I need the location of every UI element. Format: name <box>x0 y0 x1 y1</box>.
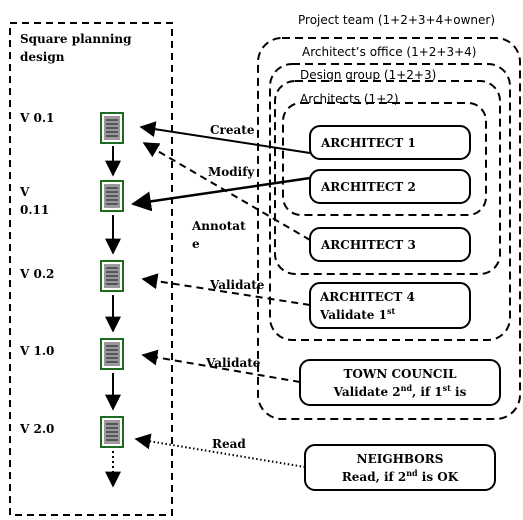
town-council-action: Validate 2nd, if 1st is <box>333 383 467 399</box>
panel-title-line2: design <box>20 50 65 64</box>
modify-arrow <box>131 176 311 212</box>
modify-label: Modify <box>208 165 255 179</box>
document-icon <box>100 338 124 370</box>
version-label-v011-line2: 0.11 <box>20 203 49 217</box>
town-council-label: TOWN COUNCIL <box>343 367 457 381</box>
architect-3-label: ARCHITECT 3 <box>320 238 416 252</box>
neighbors-action: Read, if 2nd is OK <box>342 468 459 484</box>
architect-2-box <box>309 169 471 204</box>
group-architects <box>282 102 487 216</box>
architect-1-label: ARCHITECT 1 <box>320 136 416 150</box>
architect-3-box <box>309 227 471 262</box>
square-planning-panel <box>9 22 173 516</box>
architect-2-label: ARCHITECT 2 <box>320 180 416 194</box>
version-label-v011-line1: V <box>19 185 30 199</box>
town-council-box <box>299 359 501 406</box>
architect-4-label: ARCHITECT 4 <box>319 290 415 304</box>
group-design-group <box>274 80 501 275</box>
document-icon <box>100 260 124 292</box>
annotate-arrow <box>142 142 311 241</box>
group-architects-label: Architects (1+2) <box>300 92 399 106</box>
group-design-group-label: Design group (1+2+3) <box>300 68 436 82</box>
neighbors-box <box>304 444 496 491</box>
validate-2-label: Validate <box>205 356 261 370</box>
validate-1-arrow <box>141 273 311 306</box>
validate-1-label: Validate <box>209 278 265 292</box>
document-icon <box>100 180 124 212</box>
group-architects-office-label: Architect’s office (1+2+3+4) <box>302 45 477 59</box>
document-icon <box>100 112 124 144</box>
validate-2-arrow <box>141 349 301 383</box>
neighbors-label: NEIGHBORS <box>357 452 444 466</box>
version-label-v10: V 1.0 <box>19 344 54 358</box>
group-architects-office <box>269 63 511 341</box>
architect-4-action: Validate 1st <box>319 306 395 322</box>
read-label: Read <box>212 437 246 451</box>
version-label-v01: V 0.1 <box>19 111 54 125</box>
group-project-team <box>257 37 521 420</box>
annotate-label-line2: e <box>192 237 200 251</box>
panel-title-line1: Square planning <box>20 32 132 46</box>
read-arrow <box>134 433 306 468</box>
create-arrow <box>139 121 311 154</box>
group-project-team-label: Project team (1+2+3+4+owner) <box>298 13 495 27</box>
version-label-v02: V 0.2 <box>19 267 54 281</box>
annotate-label-line1: Annotat <box>191 219 246 233</box>
architect-4-box <box>309 282 471 329</box>
version-label-v20: V 2.0 <box>19 422 54 436</box>
document-icon <box>100 416 124 448</box>
architect-1-box <box>309 125 471 160</box>
create-label: Create <box>210 123 255 137</box>
